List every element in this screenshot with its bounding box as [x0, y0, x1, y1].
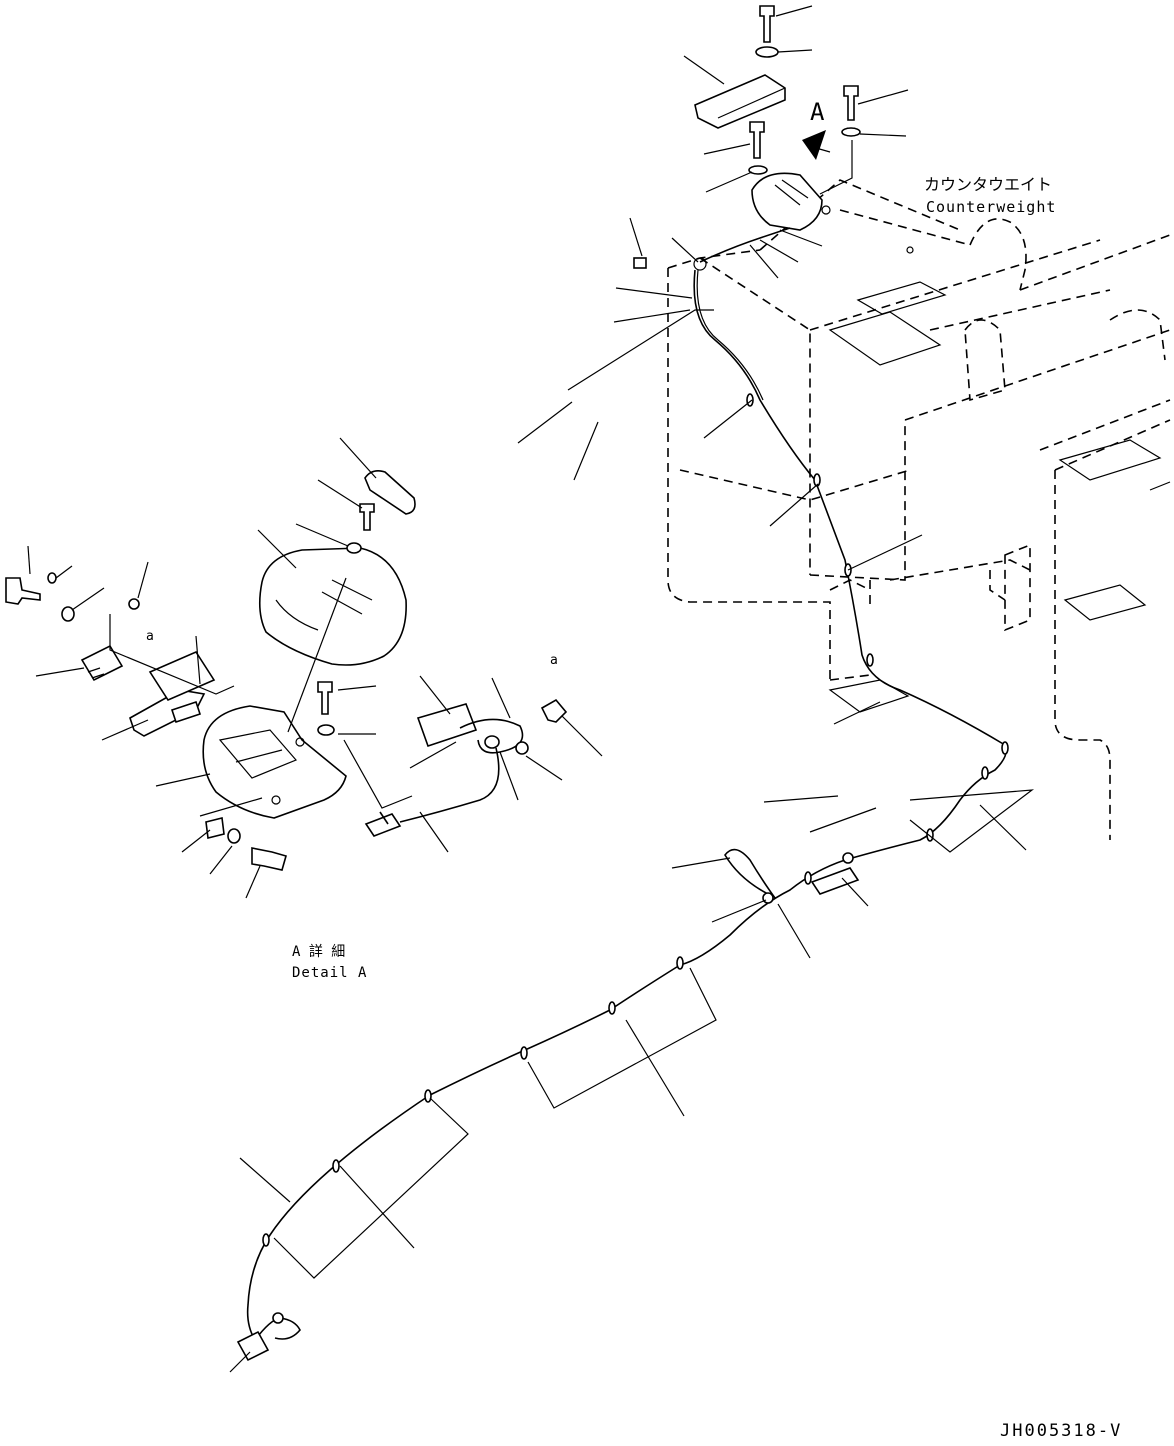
- camera-mount-assembly: [633, 5, 861, 271]
- wiring-harness: [236, 269, 1009, 1362]
- counterweight-label-en: Counterweight: [926, 198, 1056, 216]
- detail-a-label-en: Detail A: [292, 965, 367, 981]
- harness-clamps: [262, 393, 1009, 1324]
- detail-a-label-jp: A 詳 細: [292, 944, 345, 960]
- counterweight-outline: [667, 179, 1171, 840]
- ref-a-label-left: a: [146, 629, 154, 644]
- drawing-number: JH005318-V: [1000, 1421, 1122, 1441]
- ref-a-label-right: a: [550, 653, 558, 668]
- leader-lines: [229, 5, 1035, 1373]
- detail-a-exploded-view: [5, 437, 603, 899]
- counterweight-label-jp: カウンタウエイト: [924, 175, 1052, 194]
- view-arrow-label: A: [810, 98, 825, 126]
